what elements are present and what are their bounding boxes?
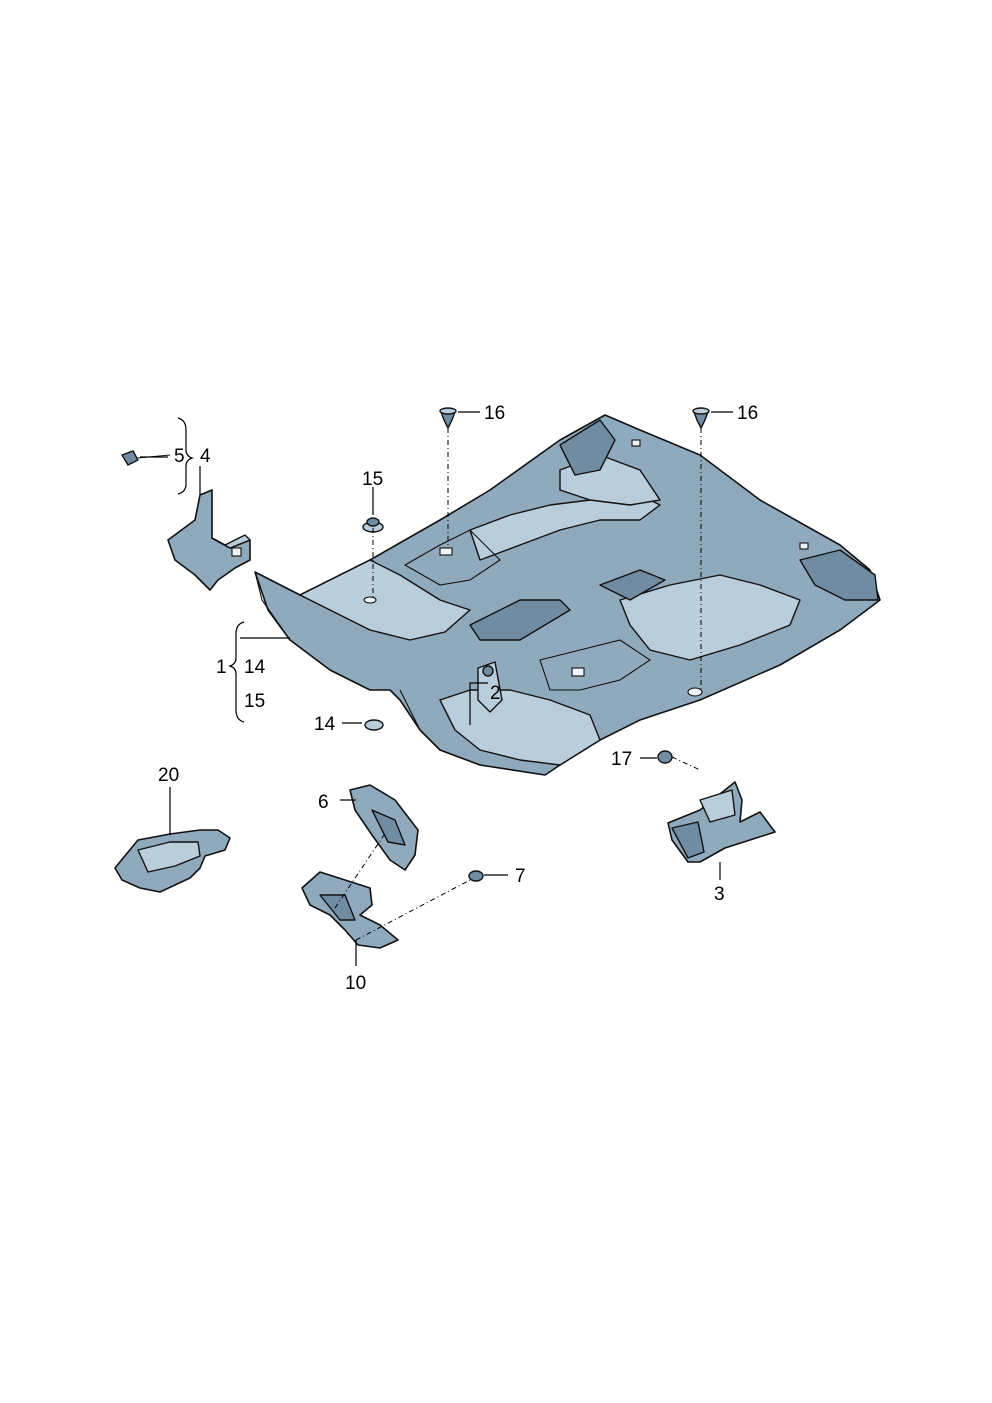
callout-6: 6 [318,792,329,813]
bracket-part-10 [301,871,399,949]
bracket-part-4 [167,489,251,591]
panel-part-3 [667,781,776,863]
callout-2: 2 [490,683,501,704]
clip-part-17 [657,750,673,764]
callout-16-left: 16 [484,403,505,424]
callout-7: 7 [515,866,526,887]
callout-labels: 1 2 3 4 5 6 7 10 14 15 14 15 16 16 17 20 [158,403,758,994]
clip-part-2 [477,661,503,713]
callout-17: 17 [611,749,632,770]
clip-part-16-right [692,407,710,429]
callout-3: 3 [714,884,725,905]
clip-part-16-left [439,407,457,429]
clip-part-15 [362,517,384,533]
callout-16-right: 16 [737,403,758,424]
leader-lines [140,411,733,966]
callout-10: 10 [345,973,366,994]
callout-1: 1 [216,657,227,678]
clip-part-5 [121,450,171,466]
cover-part-20 [114,829,231,893]
callout-20: 20 [158,765,179,786]
callout-14: 14 [314,714,336,735]
callout-4: 4 [200,446,211,467]
callout-15: 15 [362,469,383,490]
floor-carpet [254,414,881,776]
callout-15-brace: 15 [244,691,265,712]
nut-part-7 [468,870,484,882]
callout-5: 5 [174,446,185,467]
clip-part-14 [364,719,384,731]
callout-14-brace: 14 [244,657,266,678]
bracket-part-6 [349,784,419,871]
